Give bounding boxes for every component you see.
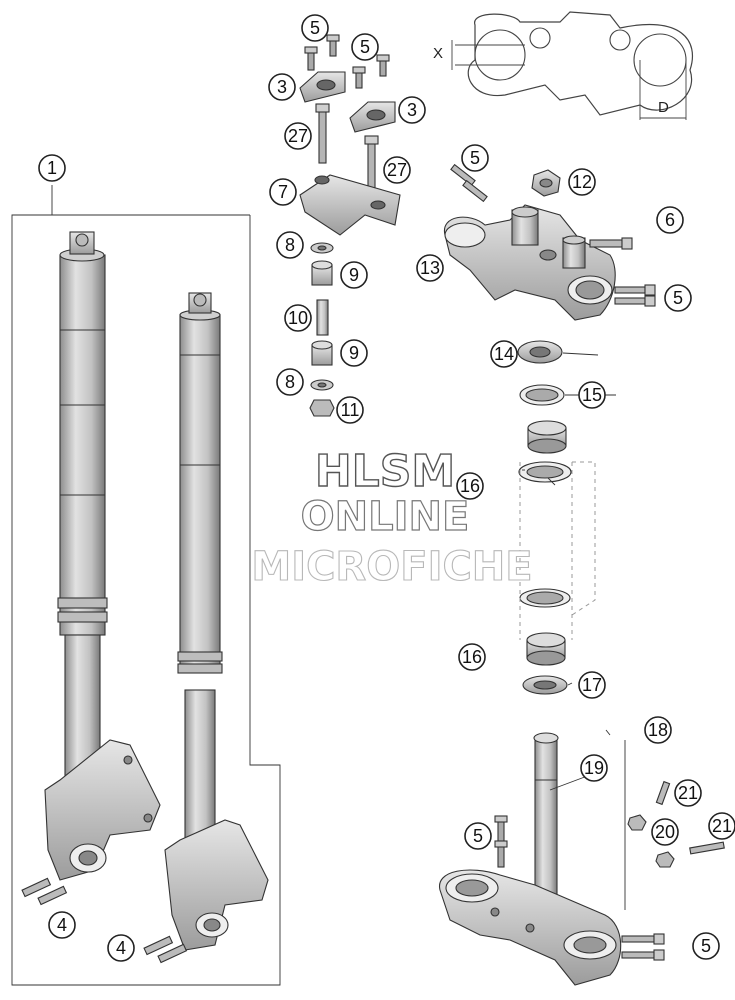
callout-6: 6: [656, 206, 684, 234]
lower-clamp-bolts: [494, 815, 665, 961]
svg-text:9: 9: [349, 343, 359, 363]
right-fork-leg: [164, 292, 269, 951]
callout-21-b: 21: [708, 812, 735, 840]
lower-triple-clamp: [439, 869, 622, 986]
svg-text:4: 4: [57, 915, 67, 935]
callout-18: 18: [644, 716, 672, 744]
svg-text:1: 1: [47, 158, 57, 178]
handlebar-clamp-bottom: [299, 174, 401, 236]
callout-14: 14: [490, 340, 518, 368]
callout-27-a: 27: [284, 122, 312, 150]
watermark-line-2: ONLINE: [301, 494, 470, 540]
callout-5-upper-left: 5: [461, 144, 489, 172]
svg-text:10: 10: [288, 308, 308, 328]
callout-5-top-a: 5: [301, 14, 329, 42]
svg-text:5: 5: [360, 37, 370, 57]
svg-text:5: 5: [470, 148, 480, 168]
svg-text:6: 6: [665, 210, 675, 230]
left-fork-leg: [44, 231, 161, 881]
svg-text:8: 8: [285, 372, 295, 392]
axle-clamp-screws-left: [21, 877, 68, 906]
svg-text:21: 21: [678, 783, 698, 803]
handlebar-clamp-screws: [304, 34, 390, 89]
callout-10: 10: [284, 304, 312, 332]
svg-text:27: 27: [288, 126, 308, 146]
handlebar-clamp-top: [299, 71, 396, 133]
dimension-x-label: X: [433, 45, 443, 62]
svg-text:19: 19: [584, 758, 604, 778]
callout-1: 1: [38, 154, 66, 182]
svg-text:5: 5: [701, 936, 711, 956]
svg-text:17: 17: [582, 675, 602, 695]
svg-text:9: 9: [349, 265, 359, 285]
stop-screws: [627, 780, 725, 868]
callout-5-top-b: 5: [351, 33, 379, 61]
watermark-line-3: MICROFICHE: [251, 544, 532, 590]
callout-4-b: 4: [107, 934, 135, 962]
callout-20: 20: [651, 818, 679, 846]
svg-text:16: 16: [460, 476, 480, 496]
svg-text:18: 18: [648, 720, 668, 740]
svg-text:16: 16: [462, 647, 482, 667]
svg-text:7: 7: [278, 182, 288, 202]
callout-12: 12: [568, 168, 596, 196]
callout-16-a: 16: [456, 472, 484, 500]
callout-7: 7: [269, 178, 297, 206]
watermark: HLSM ONLINE MICROFICHE: [251, 445, 533, 590]
svg-text:3: 3: [277, 77, 287, 97]
axle-clamp-screws-right: [143, 935, 188, 964]
svg-text:15: 15: [582, 385, 602, 405]
rubber-bushing-stack: [309, 242, 335, 417]
svg-text:5: 5: [310, 18, 320, 38]
upper-triple-clamp: [444, 204, 616, 321]
callout-17: 17: [578, 671, 606, 699]
svg-text:3: 3: [407, 100, 417, 120]
callout-8-a: 8: [276, 231, 304, 259]
svg-text:20: 20: [655, 822, 675, 842]
callout-15: 15: [578, 381, 606, 409]
svg-text:11: 11: [341, 400, 360, 420]
steering-nut: [531, 169, 561, 197]
svg-text:14: 14: [494, 344, 514, 364]
callout-5-upper-right: 5: [664, 284, 692, 312]
bearing-stack: [517, 340, 572, 695]
watermark-line-1: HLSM: [315, 446, 455, 497]
callout-3-a: 3: [268, 73, 296, 101]
callout-5-lower-right: 5: [692, 932, 720, 960]
callout-19: 19: [580, 754, 608, 782]
svg-text:21: 21: [712, 816, 732, 836]
svg-text:12: 12: [572, 172, 592, 192]
callout-5-lower-left: 5: [464, 822, 492, 850]
upper-clamp-bolts: [450, 163, 656, 307]
callout-21-a: 21: [674, 779, 702, 807]
callout-9-b: 9: [340, 339, 368, 367]
top-clamp-dimension-sketch: X D: [433, 11, 694, 120]
callout-27-b: 27: [383, 156, 411, 184]
svg-text:4: 4: [116, 938, 126, 958]
dimension-d-label: D: [658, 99, 669, 116]
callout-16-b: 16: [458, 643, 486, 671]
svg-text:27: 27: [387, 160, 407, 180]
svg-text:8: 8: [285, 235, 295, 255]
callout-13: 13: [416, 254, 444, 282]
svg-text:5: 5: [673, 288, 683, 308]
steering-stem: [533, 732, 559, 901]
callout-9-a: 9: [340, 261, 368, 289]
fork-assembly-frame: [11, 185, 281, 986]
callout-11: 11: [336, 396, 364, 424]
frame-head-outline: [519, 461, 596, 640]
callout-3-b: 3: [398, 96, 426, 124]
svg-text:13: 13: [420, 258, 440, 278]
callout-4-a: 4: [48, 911, 76, 939]
callout-8-b: 8: [276, 368, 304, 396]
svg-text:5: 5: [473, 826, 483, 846]
